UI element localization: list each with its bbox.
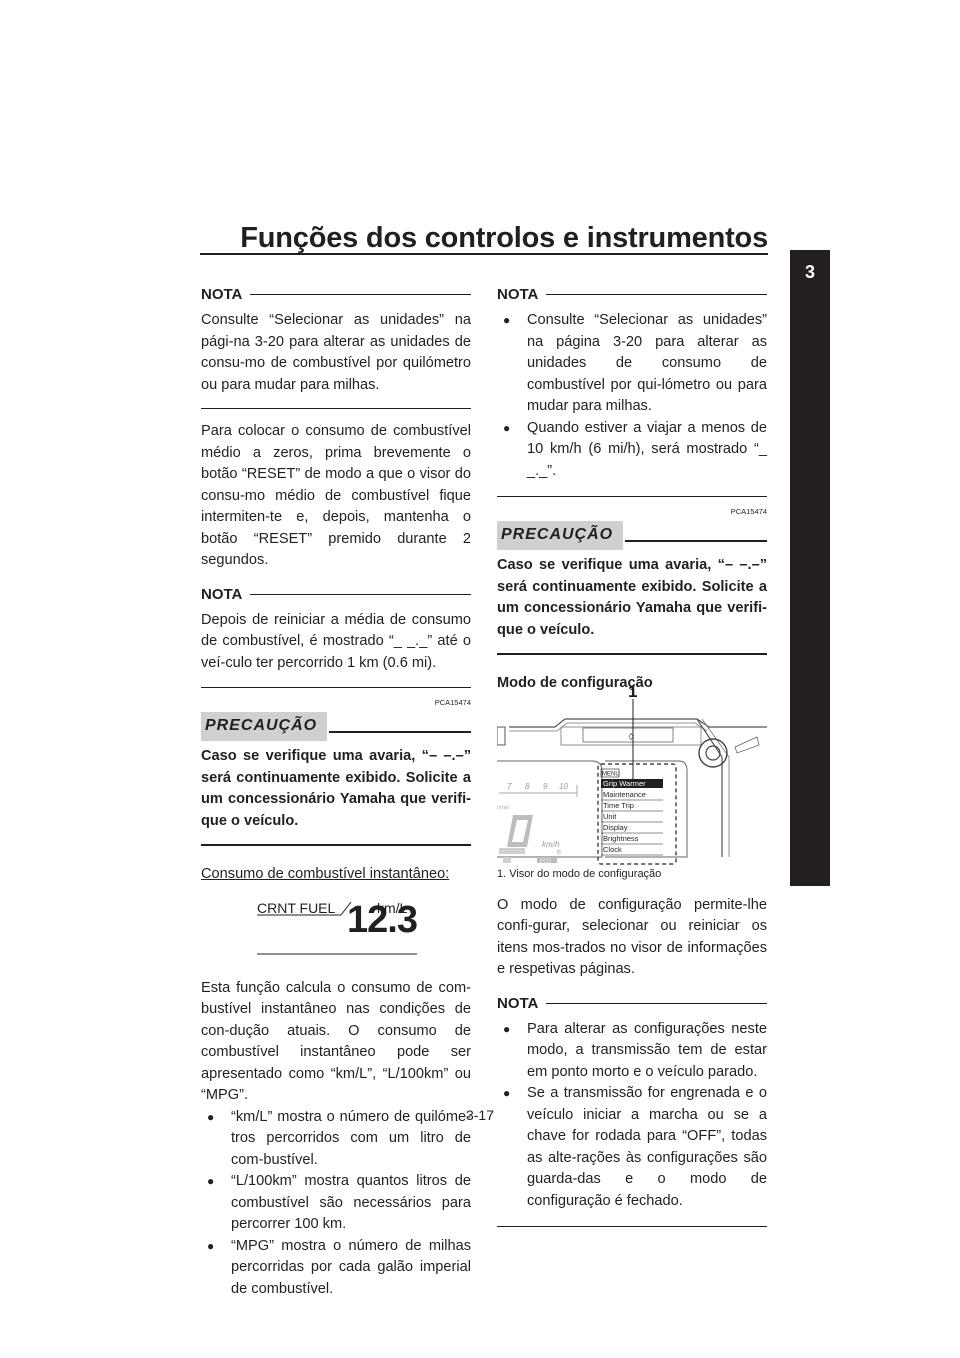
svg-text:◊: ◊ xyxy=(629,732,634,743)
caution-heading: PRECAUÇÃO xyxy=(201,712,471,741)
instant-paragraph: Esta função calcula o consumo de com-bus… xyxy=(201,979,471,1104)
chapter-tab-number: 3 xyxy=(804,262,815,282)
rpm-label: r/min xyxy=(497,805,509,811)
display-label: CRNT FUEL xyxy=(257,899,336,916)
tick-label: 10 xyxy=(559,782,568,791)
callout-number: 1 xyxy=(628,681,638,701)
list-item: Se a transmissão for engrenada e o veícu… xyxy=(503,1083,767,1212)
nota-heading: NOTA xyxy=(497,992,767,1015)
fuel-display-graphic xyxy=(257,901,417,954)
nota-end-rule xyxy=(201,408,471,409)
caution-code: PCA15474 xyxy=(730,507,767,516)
fuel-label: F xyxy=(557,850,561,857)
caution-text: Caso se verifique uma avaria, “– –.–” se… xyxy=(497,557,767,638)
menu-item: Unit xyxy=(603,812,617,821)
speed-unit: km/h xyxy=(542,840,560,849)
title-rule xyxy=(200,253,768,255)
menu-item: Brightness xyxy=(603,834,639,843)
menu-item: Time Trip xyxy=(603,801,634,810)
caution-label: PRECAUÇÃO xyxy=(201,712,328,741)
nota-label: NOTA xyxy=(201,583,251,605)
subheading: Consumo de combustível instantâneo: xyxy=(201,866,450,882)
caution-heading: PRECAUÇÃO xyxy=(497,521,767,550)
nota-list: Para alterar as configurações neste modo… xyxy=(497,1019,767,1213)
eco-label: ECO xyxy=(540,858,551,864)
display-value: 12.3 xyxy=(347,898,418,941)
menu-item: Maintenance xyxy=(603,790,646,799)
setup-figure: ◊ 7 8 9 10 r/min km/h F ECO xyxy=(496,682,767,880)
unit-list: “km/L” mostra o número de quilóme-tros p… xyxy=(201,1107,471,1301)
figure-caption: 1. Visor do modo de configuração xyxy=(497,867,662,880)
fuel-display: CRNT FUEL km/L 12.3 xyxy=(201,894,471,964)
menu-title: MENU xyxy=(602,771,620,777)
menu-item: Display xyxy=(603,823,628,832)
nota-heading: NOTA xyxy=(201,284,471,306)
reset-paragraph: Para colocar o consumo de combustível mé… xyxy=(201,423,471,568)
list-item: “L/100km” mostra quantos litros de combu… xyxy=(207,1171,471,1236)
right-column: NOTA Consulte “Selecionar as unidades” n… xyxy=(496,284,767,1227)
nota-heading: NOTA xyxy=(201,583,471,606)
nota-label: NOTA xyxy=(201,284,251,306)
nota-end-rule xyxy=(201,687,471,688)
menu-item: Clock xyxy=(603,845,622,854)
nota-list: Consulte “Selecionar as unidades” na pág… xyxy=(497,310,767,482)
nota-end-rule xyxy=(497,496,767,497)
list-item: Consulte “Selecionar as unidades” na pág… xyxy=(503,310,767,418)
nota-text: Depois de reiniciar a média de consumo d… xyxy=(201,611,471,671)
caution-end-rule xyxy=(201,844,471,846)
nota-text: Consulte “Selecionar as unidades” na pág… xyxy=(201,312,471,393)
nota-label: NOTA xyxy=(497,992,547,1014)
caution-code: PCA15474 xyxy=(434,698,471,707)
tick-label: 7 xyxy=(507,782,512,791)
caution-end-rule xyxy=(497,653,767,655)
caution-text: Caso se verifique uma avaria, “– –.–” se… xyxy=(201,748,471,829)
nota-end-rule xyxy=(497,1226,767,1227)
chapter-tab: 3 xyxy=(790,250,830,886)
setup-paragraph: O modo de configuração permite-lhe confi… xyxy=(497,896,767,978)
section-heading: Modo de configuração xyxy=(497,675,653,691)
dashboard-illustration: ◊ 7 8 9 10 r/min km/h F ECO xyxy=(496,698,767,865)
list-item: Para alterar as configurações neste modo… xyxy=(503,1019,767,1084)
caution-label: PRECAUÇÃO xyxy=(497,521,624,550)
menu-item: Grip Warmer xyxy=(603,779,646,788)
nota-label: NOTA xyxy=(497,284,547,306)
nota-heading: NOTA xyxy=(497,284,767,306)
page-number: 3-17 xyxy=(465,1107,495,1123)
page-title: Funções dos controlos e instrumentos xyxy=(240,222,768,254)
tick-label: 8 xyxy=(525,782,530,791)
display-unit: km/L xyxy=(377,899,408,916)
left-column: NOTA Consulte “Selecionar as unidades” n… xyxy=(201,284,471,1300)
list-item: “MPG” mostra o número de milhas percorri… xyxy=(207,1236,471,1301)
list-item: “km/L” mostra o número de quilóme-tros p… xyxy=(207,1107,471,1172)
list-item: Quando estiver a viajar a menos de 10 km… xyxy=(503,418,767,483)
tick-label: 9 xyxy=(543,782,548,791)
